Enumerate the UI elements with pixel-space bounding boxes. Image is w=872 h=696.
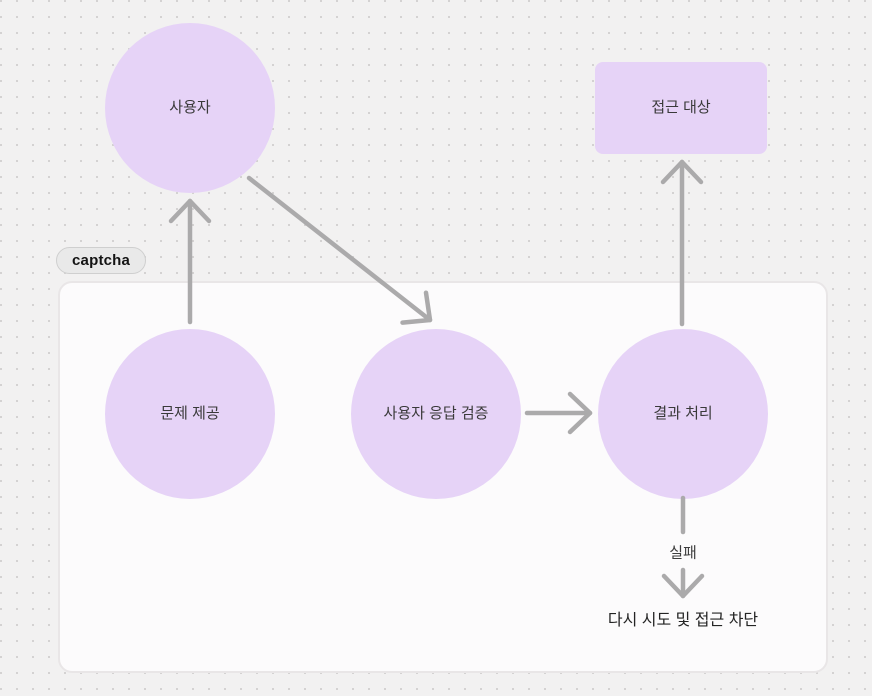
edge-label-fail: 실패: [665, 541, 701, 563]
node-access-target: 접근 대상: [595, 62, 767, 154]
captcha-subgraph-label: captcha: [56, 247, 147, 274]
node-access-target-label: 접근 대상: [651, 99, 711, 117]
node-result-process: 결과 처리: [598, 329, 768, 499]
node-problem-provide-label: 문제 제공: [160, 405, 220, 423]
node-user-label: 사용자: [169, 99, 211, 117]
node-problem-provide: 문제 제공: [105, 329, 275, 499]
node-response-verify-label: 사용자 응답 검증: [383, 405, 489, 423]
node-result-process-label: 결과 처리: [653, 405, 713, 423]
node-response-verify: 사용자 응답 검증: [351, 329, 521, 499]
node-user: 사용자: [105, 23, 275, 193]
text-retry-and-block: 다시 시도 및 접근 차단: [607, 612, 759, 629]
